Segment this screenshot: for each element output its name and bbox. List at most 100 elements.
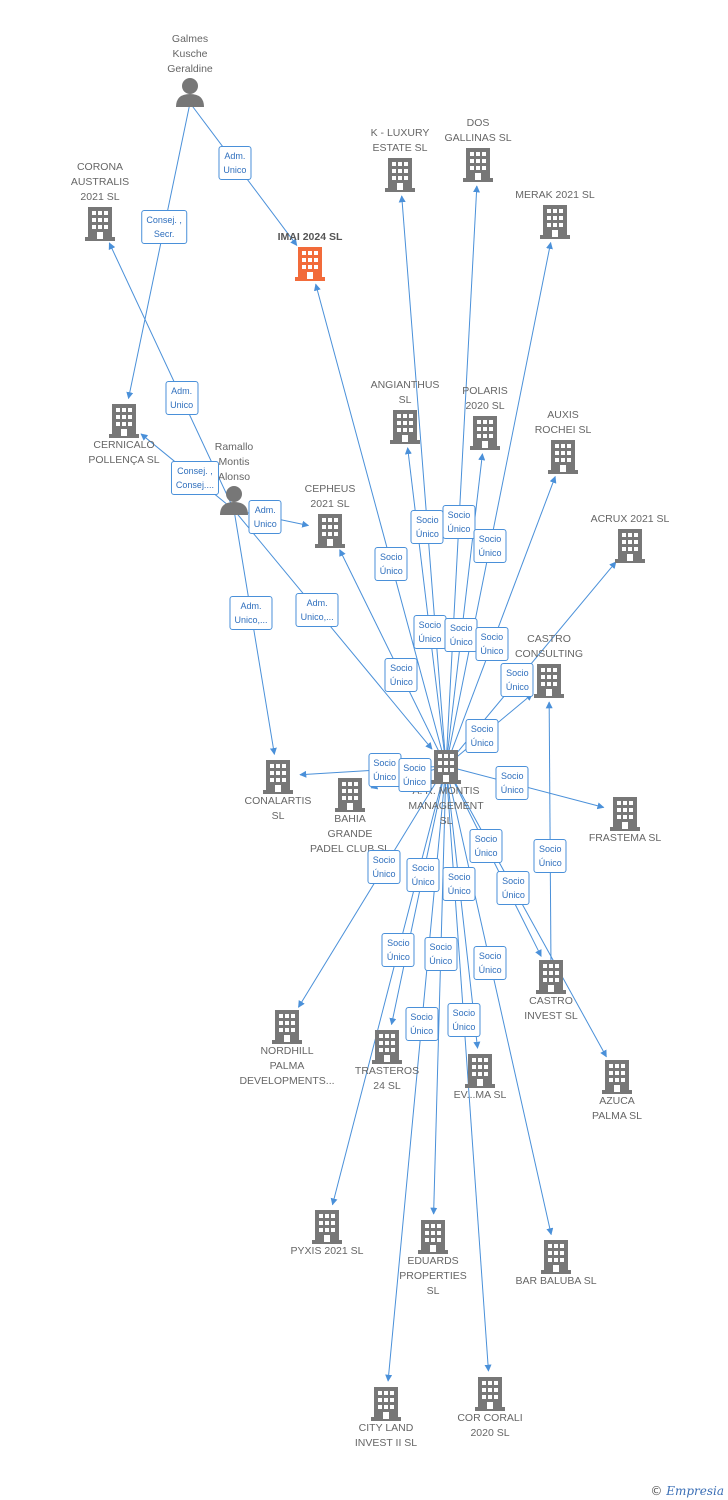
company-node-pyxis[interactable]: PYXIS 2021 SL [272,1208,382,1259]
edge-label[interactable]: Socio Único [368,752,402,787]
building-icon [539,1238,573,1274]
edge-label[interactable]: Socio Único [367,850,401,885]
edge-label[interactable]: Socio Único [424,937,458,972]
building-icon [613,527,647,563]
edge-label[interactable]: Consej. , Secr. [141,210,187,245]
company-node-barbaluba[interactable]: BAR BALUBA SL [501,1238,611,1289]
company-node-frastema[interactable]: FRASTEMA SL [570,795,680,846]
edge-label[interactable]: Socio Único [410,509,444,544]
edge-label[interactable]: Socio Único [469,828,503,863]
edge-label[interactable]: Socio Único [405,1007,439,1042]
node-label: FRASTEMA SL [588,832,662,844]
edge-label[interactable]: Adm. Unico,... [295,593,339,628]
company-node-azuca[interactable]: AZUCA PALMA SL [562,1058,672,1124]
person-icon [218,485,250,515]
company-node-kluxury[interactable]: K - LUXURY ESTATE SL [345,126,455,192]
building-icon [429,748,463,784]
person-node-ramallo[interactable]: Ramallo Montis Alonso [179,440,289,515]
building-icon [383,156,417,192]
node-label: CASTRO INVEST SL [524,995,578,1022]
edge-galmes-cernicalo [126,102,191,400]
person-icon [174,77,206,107]
node-label: CORONA AUSTRALIS 2021 SL [70,161,130,203]
company-node-cernicalo[interactable]: CERNICALO POLLENÇA SL [69,402,179,468]
edge-label[interactable]: Consej. , Consej.... [170,461,219,496]
node-label: ANGIANTHUS SL [370,379,440,406]
node-label: COR CORALI 2020 SL [457,1412,523,1439]
edge-label[interactable]: Socio Único [495,766,529,801]
edge-label[interactable]: Socio Único [447,1003,481,1038]
company-node-polaris[interactable]: POLARIS 2020 SL [430,384,540,450]
edge-label[interactable]: Socio Único [496,871,530,906]
edge-label[interactable]: Adm. Unico [248,499,282,534]
company-node-castroinvest[interactable]: CASTRO INVEST SL [496,958,606,1024]
edge-armontis-azuca [445,765,607,1058]
company-node-acrux[interactable]: ACRUX 2021 SL [575,512,685,563]
edge-label[interactable]: Adm. Unico [165,380,199,415]
edge-armontis-corcorali [445,765,492,1372]
company-node-corona[interactable]: CORONA AUSTRALIS 2021 SL [45,160,155,241]
company-node-cityland[interactable]: CITY LAND INVEST II SL [331,1385,441,1451]
edge-label[interactable]: Socio Único [381,933,415,968]
company-node-merak[interactable]: MERAK 2021 SL [500,188,610,239]
company-node-corcorali[interactable]: COR CORALI 2020 SL [435,1375,545,1441]
edge-label[interactable]: Socio Único [374,546,408,581]
building-icon [416,1218,450,1254]
building-icon [261,758,295,794]
node-label: PYXIS 2021 SL [290,1245,364,1257]
edge-label[interactable]: Socio Único [384,658,418,693]
edge-label[interactable]: Socio Único [465,718,499,753]
edge-armontis-dosgallinas [445,185,480,767]
building-icon [310,1208,344,1244]
company-node-evpalma[interactable]: EV...MA SL [425,1052,535,1103]
building-icon [83,205,117,241]
footer-brand[interactable]: © Empresia [650,1484,724,1498]
edge-armontis-merak [445,241,553,767]
edge-armontis-evpalma [445,765,481,1049]
company-node-angianthus[interactable]: ANGIANTHUS SL [350,378,460,444]
node-label: NORDHILL PALMA DEVELOPMENTS... [239,1045,335,1087]
node-label: CITY LAND INVEST II SL [354,1422,418,1449]
building-icon [608,795,642,831]
node-label: Ramallo Montis Alonso [214,441,254,483]
edge-armontis-pyxis [330,765,447,1206]
edge-label[interactable]: Socio Único [442,867,476,902]
node-label: K - LUXURY ESTATE SL [370,127,430,154]
edge-label[interactable]: Socio Único [442,505,476,540]
company-node-auxis[interactable]: AUXIS ROCHEI SL [508,408,618,474]
node-label: EDUARDS PROPERTIES SL [399,1255,467,1297]
company-node-cepheus[interactable]: CEPHEUS 2021 SL [275,482,385,548]
edge-label[interactable]: Socio Único [413,615,447,650]
edge-label[interactable]: Socio Único [444,617,478,652]
company-node-dosgallinas[interactable]: DOS GALLINAS SL [423,116,533,182]
company-node-conalartis[interactable]: CONALARTIS SL [223,758,333,824]
company-node-nordhill[interactable]: NORDHILL PALMA DEVELOPMENTS... [232,1008,342,1089]
edge-armontis-trasteros [389,765,447,1026]
edge-label[interactable]: Adm. Unico [218,145,252,180]
person-node-galmes[interactable]: Galmes Kusche Geraldine [135,32,245,107]
building-icon [270,1008,304,1044]
edge-armontis-polaris [445,453,486,767]
company-node-imai[interactable]: IMAI 2024 SL [255,230,365,281]
edge-label[interactable]: Socio Único [533,839,567,874]
node-label: IMAI 2024 SL [277,231,343,243]
edge-label[interactable]: Socio Único [475,627,509,662]
edge-armontis-eduards [430,765,447,1215]
company-node-castroconsulting[interactable]: CASTRO CONSULTING [494,632,604,698]
company-node-armontis[interactable]: A. R. MONTIS MANAGEMENT SL [391,748,501,829]
node-label: EV...MA SL [453,1089,507,1101]
edge-armontis-auxis [445,475,557,767]
company-node-bahia[interactable]: BAHIA GRANDE PADEL CLUB SL [295,776,405,857]
edge-label[interactable]: Socio Único [473,945,507,980]
edge-armontis-angianthus [404,447,447,767]
company-node-eduards[interactable]: EDUARDS PROPERTIES SL [378,1218,488,1299]
company-node-trasteros[interactable]: TRASTEROS 24 SL [332,1028,442,1094]
edge-label[interactable]: Adm. Unico,... [229,595,273,630]
edge-label[interactable]: Socio Único [473,529,507,564]
edge-label[interactable]: Socio Único [406,857,440,892]
edge-label[interactable]: Socio Único [398,758,432,793]
node-label: CASTRO CONSULTING [514,633,584,660]
node-label: Galmes Kusche Geraldine [167,33,213,75]
building-icon [333,776,367,812]
edge-label[interactable]: Socio Único [500,663,534,698]
